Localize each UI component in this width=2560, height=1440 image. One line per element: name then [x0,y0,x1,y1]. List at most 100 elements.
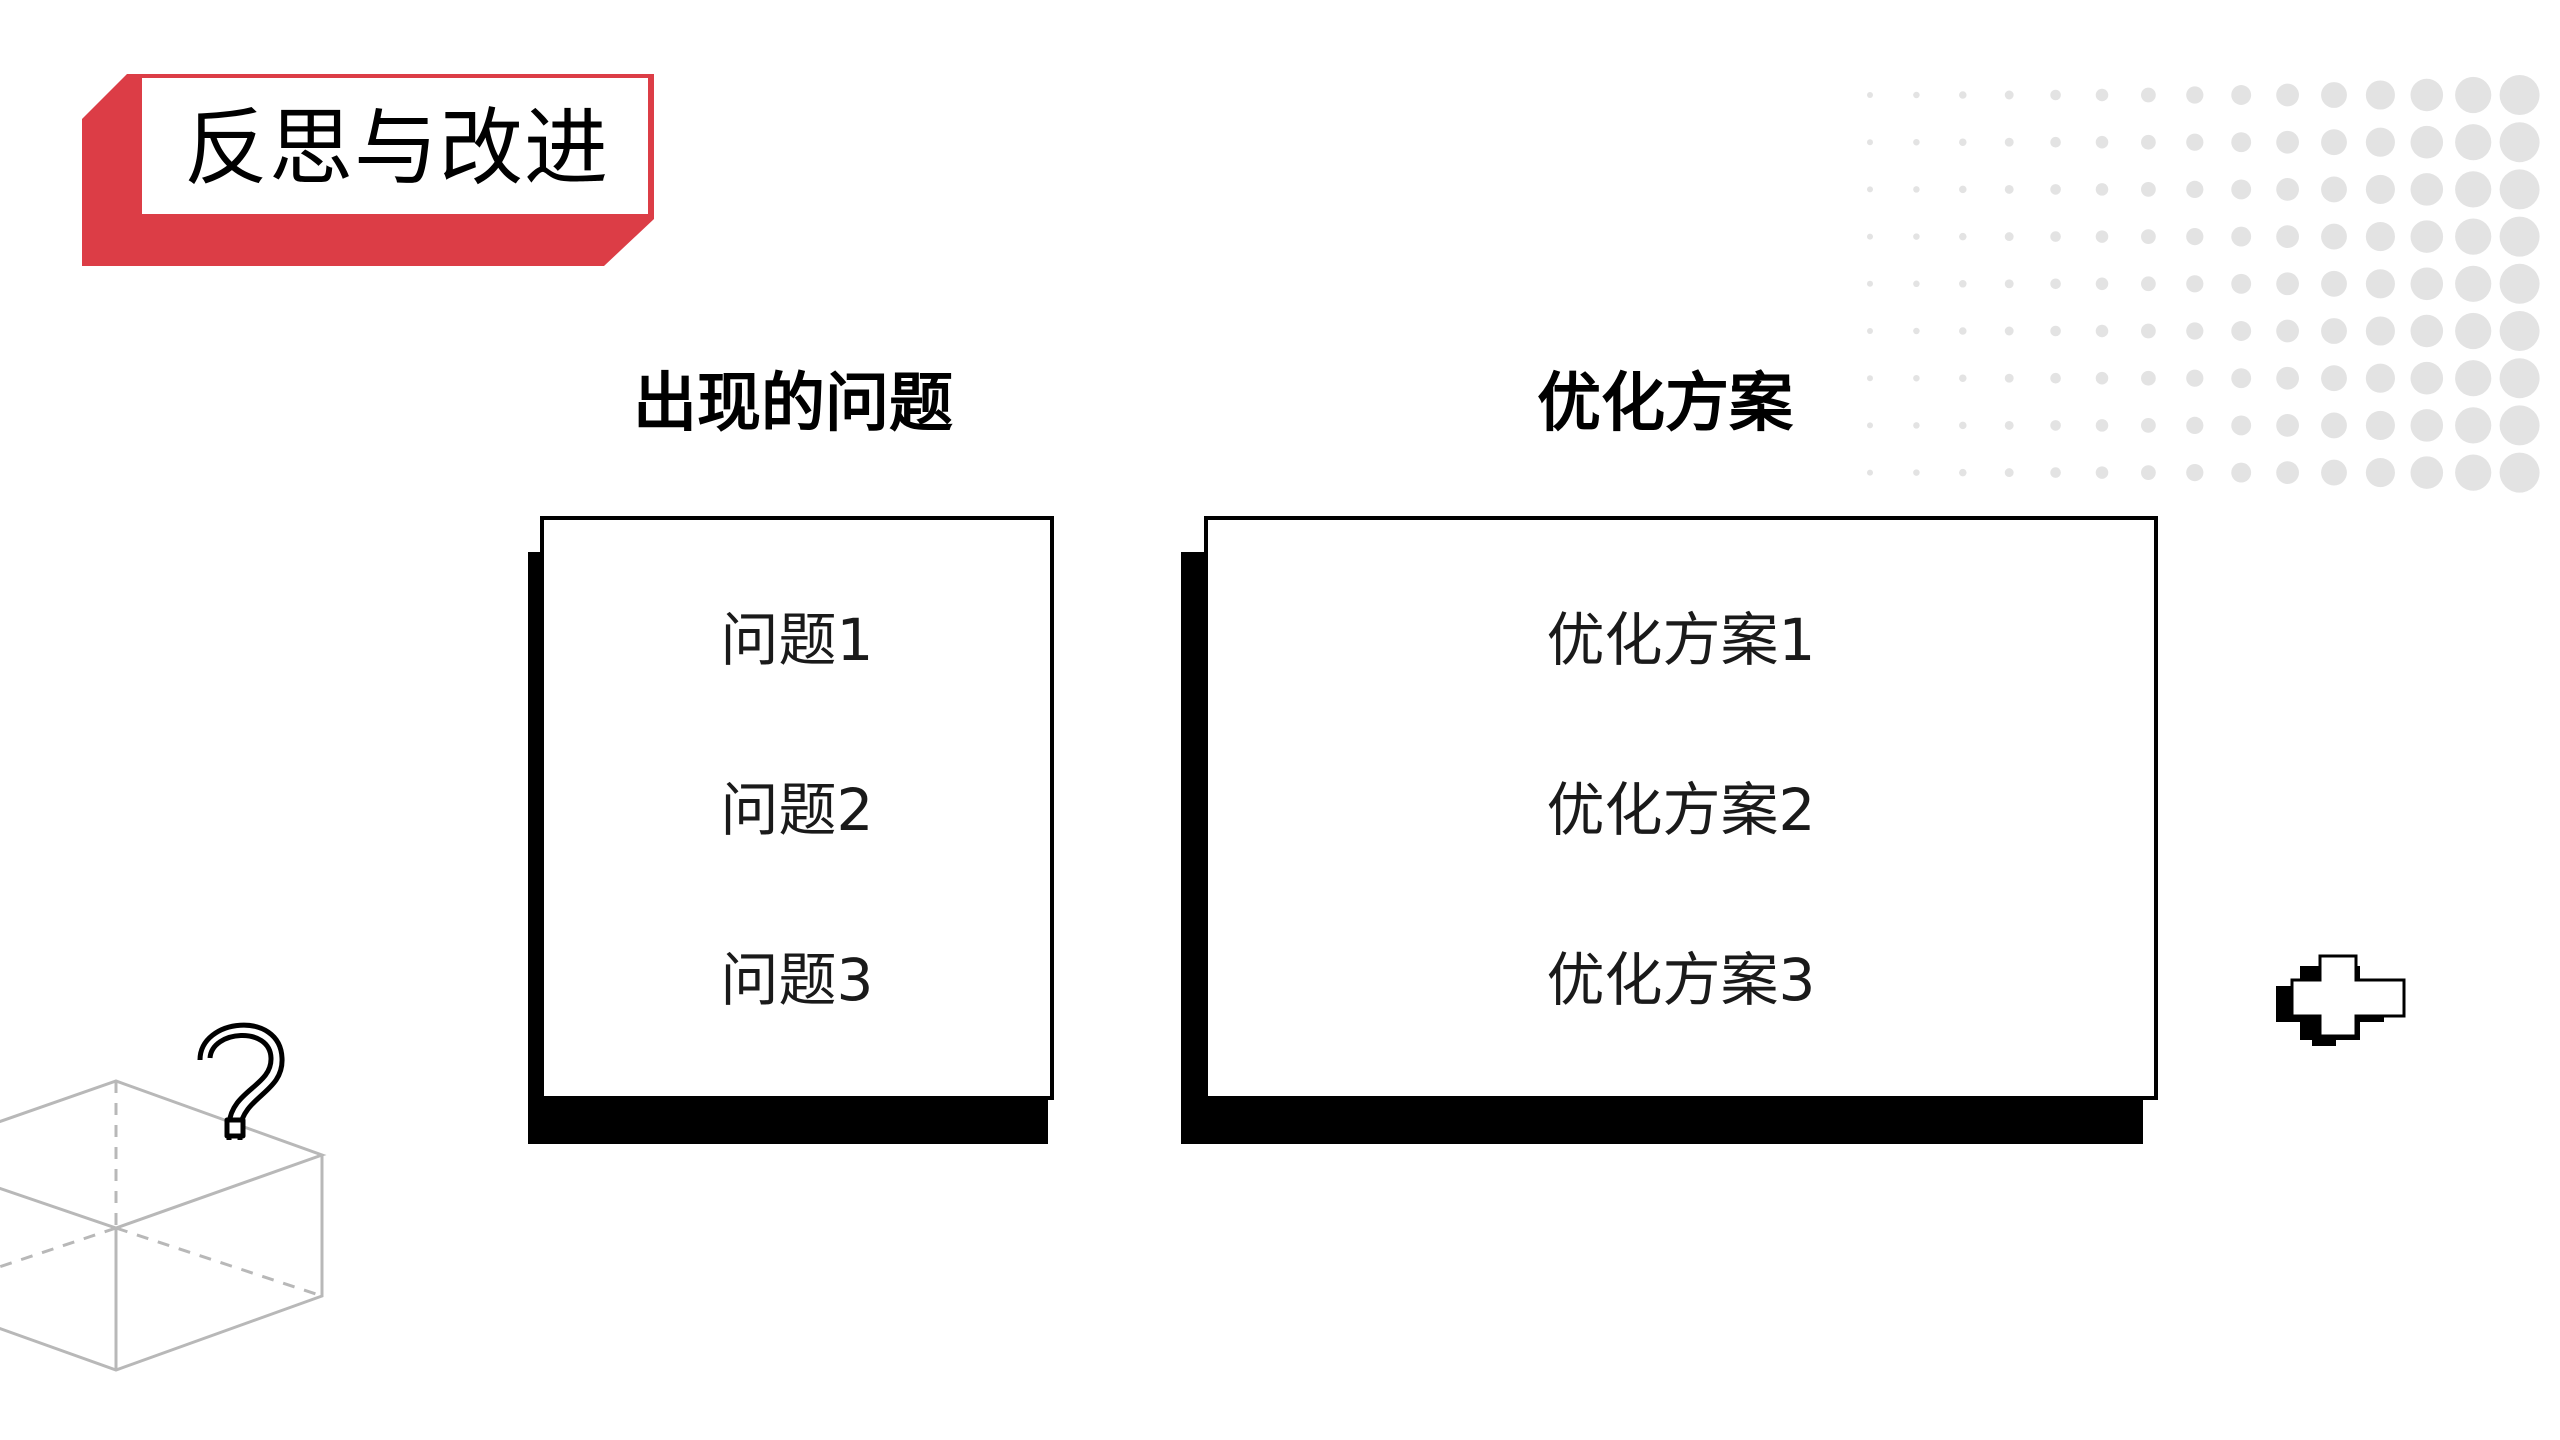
pattern-dot [2321,223,2347,250]
pattern-dot [1959,138,1967,146]
pattern-dot [1867,186,1873,193]
pattern-dot [2095,324,2109,338]
pattern-dot [2321,459,2347,486]
pattern-dot [2004,279,2014,289]
pattern-dot [2141,182,2156,197]
pixel-plus-icon [2276,954,2406,1046]
pattern-dot [1867,328,1873,334]
pattern-dot [2410,220,2444,253]
pattern-dot [2004,326,2014,336]
pattern-dot [2231,415,2252,436]
pattern-dot [2095,419,2109,432]
pattern-dot [2231,85,2252,105]
problems-card: 问题1 问题2 问题3 [540,516,1054,1100]
pattern-dot [2321,365,2347,392]
pattern-dot [1959,185,1967,194]
pattern-dot [2141,370,2156,386]
pattern-dot [2050,89,2061,101]
pattern-dot [2321,129,2347,156]
pattern-dot [2499,311,2540,351]
solutions-list: 优化方案1 优化方案2 优化方案3 [1208,590,2154,1100]
pattern-dot [1913,469,1920,476]
pattern-dot [2095,230,2109,243]
pattern-dot [2276,225,2299,248]
pattern-dot [1867,375,1873,382]
pattern-dot [2410,267,2444,301]
pattern-dot [2231,368,2252,389]
pattern-dot [2365,269,2395,299]
solutions-card: 优化方案1 优化方案2 优化方案3 [1204,516,2158,1100]
pattern-dot [2499,263,2540,304]
pattern-dot [2499,452,2540,493]
pattern-dot [2410,456,2444,489]
pattern-dot [2141,323,2156,339]
pattern-dot [2499,75,2540,115]
pattern-dot [1959,327,1967,335]
pattern-dot [2231,462,2252,483]
pattern-dot [2499,216,2540,257]
pattern-dot [2050,231,2061,242]
pattern-dot [1913,91,1920,99]
pattern-dot [2141,87,2156,103]
pattern-dot [2499,169,2540,210]
pattern-dot [2186,180,2204,199]
pattern-dot [2499,358,2540,399]
pattern-dot [2276,414,2299,437]
pattern-dot [1913,327,1920,335]
pattern-dot [2455,312,2492,350]
pattern-dot [2410,361,2444,395]
pattern-dot [2410,314,2444,348]
pattern-dot [1913,422,1920,429]
problem-item: 问题1 [720,606,874,674]
pattern-dot [2276,272,2299,296]
pattern-dot [2141,418,2156,433]
page-title: 反思与改进 [184,99,610,197]
pattern-dot [2004,468,2014,478]
pattern-dot [2365,316,2395,346]
pattern-dot [2276,366,2299,390]
pattern-dot [2186,227,2204,246]
pattern-dot [2455,76,2492,114]
pattern-dot [2231,273,2252,294]
pattern-dot [2141,276,2156,292]
pattern-dot [1913,374,1920,382]
pattern-dot [2141,229,2156,244]
pattern-dot [2004,420,2014,430]
pattern-dot [2365,174,2395,204]
pattern-dot [2004,373,2014,383]
pattern-dot [2050,467,2061,478]
solution-item: 优化方案1 [1546,606,1816,674]
pattern-dot [2455,454,2492,491]
pattern-dot [2050,372,2061,384]
pattern-dot [2455,124,2492,161]
pattern-dot [2276,461,2299,484]
pattern-dot [2004,137,2014,147]
pattern-dot [2095,277,2109,291]
pattern-dot [2186,322,2204,340]
pattern-dot [2321,270,2347,297]
pattern-dot [1867,469,1873,476]
pattern-dot [2276,178,2299,201]
pattern-dot [2321,412,2347,439]
pattern-dot [2276,319,2299,343]
pattern-dot [2186,463,2204,482]
title-badge: 反思与改进 [82,74,654,266]
pattern-dot [2095,88,2109,102]
pattern-dot [2321,318,2347,344]
problems-list: 问题1 问题2 问题3 [544,590,1050,1100]
problem-item: 问题3 [720,946,874,1014]
pattern-dot [1913,233,1920,240]
pattern-dot [2186,369,2204,387]
pattern-dot [2455,218,2492,255]
pattern-dot [2050,278,2061,290]
question-box-icon [0,1022,327,1372]
pattern-dot [2365,458,2395,488]
pattern-dot [1959,232,1967,241]
pattern-dot [2365,127,2395,157]
pattern-dot [2276,130,2299,154]
pattern-dot [2499,122,2540,163]
pattern-dot [2231,179,2252,200]
pattern-dot [1913,280,1920,288]
pattern-dot [1867,139,1873,146]
pattern-dot [2004,232,2014,242]
